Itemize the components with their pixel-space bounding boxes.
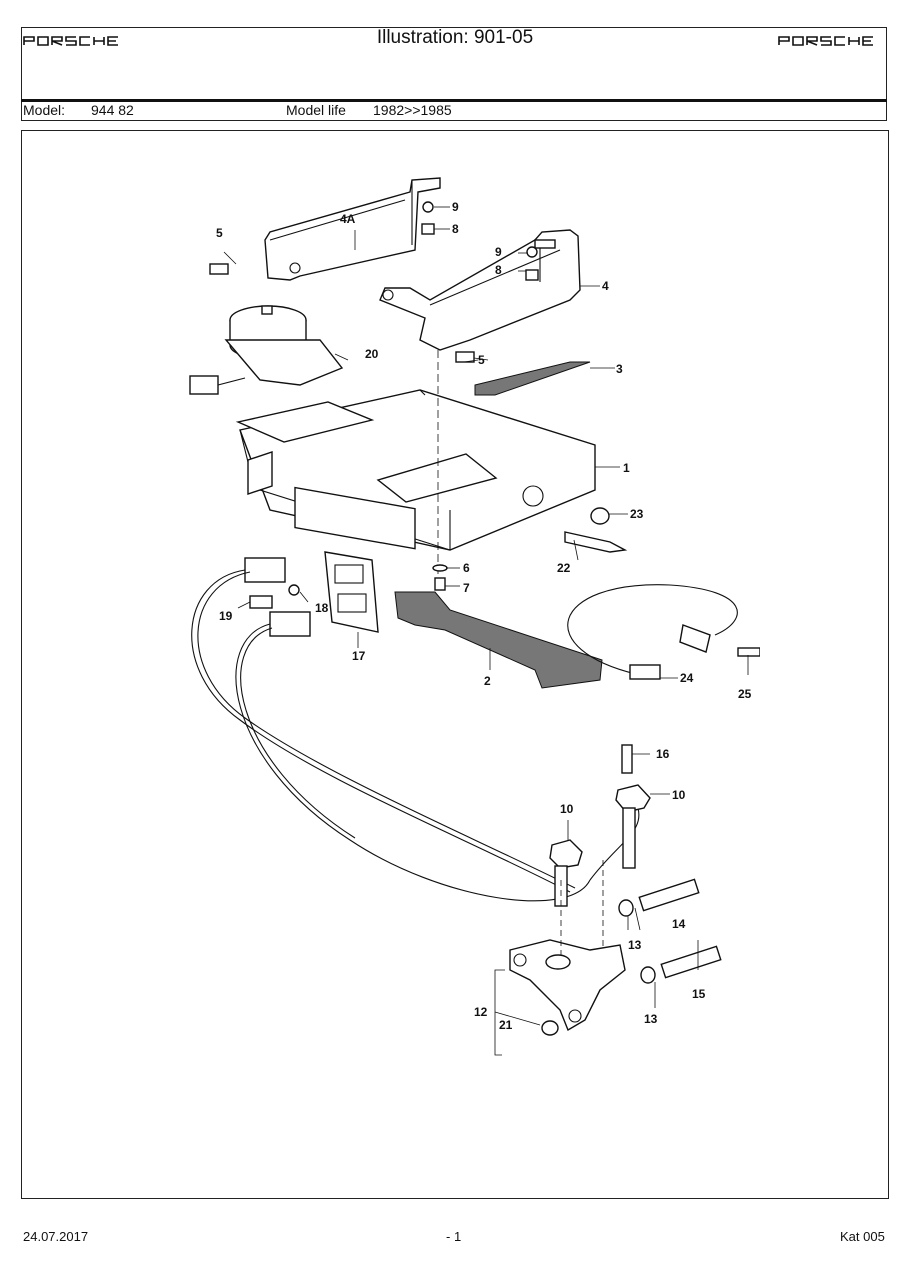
washer-9b-part bbox=[526, 246, 538, 258]
foam-strip-2-part bbox=[394, 591, 603, 689]
header-divider bbox=[21, 99, 887, 102]
exploded-parts-diagram: 9 8 4A 5 9 8 4 20 5 3 1 23 22 6 7 19 18 … bbox=[189, 177, 760, 1056]
model-label: Model: bbox=[23, 102, 66, 118]
sensor-mount-part bbox=[679, 624, 711, 653]
drawing-frame bbox=[21, 130, 889, 1199]
speed-sensor-10-left-part bbox=[549, 839, 583, 907]
callout-16: 16 bbox=[656, 747, 670, 761]
callout-13b: 13 bbox=[644, 1012, 658, 1026]
illustration-title: Illustration: 901-05 bbox=[376, 27, 534, 48]
bolt-15-part bbox=[660, 945, 722, 979]
footer-page-number: - 1 bbox=[446, 1229, 462, 1244]
bolt-25-part bbox=[737, 647, 760, 657]
plug-lower-part bbox=[269, 611, 311, 637]
model-value: 944 82 bbox=[91, 102, 134, 118]
callout-22: 22 bbox=[557, 561, 571, 575]
callout-15: 15 bbox=[692, 987, 706, 1001]
callout-20: 20 bbox=[365, 347, 379, 361]
actuator-20-part bbox=[189, 305, 344, 395]
callout-10a: 10 bbox=[560, 802, 574, 816]
callout-18: 18 bbox=[315, 601, 329, 615]
callout-19: 19 bbox=[219, 609, 233, 623]
screw-7-part bbox=[434, 577, 446, 591]
callout-17: 17 bbox=[352, 649, 366, 663]
callout-24: 24 bbox=[680, 671, 694, 685]
callout-12: 12 bbox=[474, 1005, 488, 1019]
screw-8a-part bbox=[421, 223, 435, 235]
bushing-21-part bbox=[541, 1020, 559, 1036]
bracket-4-part bbox=[379, 229, 581, 351]
callout-13a: 13 bbox=[628, 938, 642, 952]
callout-14: 14 bbox=[672, 917, 686, 931]
callout-10b: 10 bbox=[672, 788, 686, 802]
washer-13b-part bbox=[640, 966, 656, 984]
callout-21: 21 bbox=[499, 1018, 513, 1032]
connector-bracket-17-part bbox=[324, 551, 379, 633]
callout-9b: 9 bbox=[495, 245, 502, 259]
callout-6: 6 bbox=[463, 561, 470, 575]
washer-9a-part bbox=[422, 201, 434, 213]
pin-22-part bbox=[564, 531, 628, 553]
callout-1: 1 bbox=[623, 461, 630, 475]
callout-9a: 9 bbox=[452, 200, 459, 214]
callout-4a: 4A bbox=[340, 212, 356, 226]
plug-23-part bbox=[590, 507, 610, 525]
sensor-bracket-12-part bbox=[509, 939, 626, 1032]
plug-upper-part bbox=[244, 557, 286, 583]
control-unit-1-part bbox=[235, 389, 596, 551]
cable-upper bbox=[191, 569, 571, 893]
footer-catalog: Kat 005 bbox=[840, 1229, 885, 1244]
washer-13a-part bbox=[618, 899, 634, 917]
bolt-14-part bbox=[638, 878, 700, 912]
screw-8b-part bbox=[525, 269, 539, 281]
washer-18-part bbox=[288, 584, 300, 596]
speed-sensor-10-right-part bbox=[615, 784, 651, 869]
callout-4: 4 bbox=[602, 279, 609, 293]
sensor-24-part bbox=[629, 664, 661, 680]
bracket-4a-part bbox=[264, 177, 441, 281]
porsche-logo-left bbox=[23, 36, 118, 46]
callout-5a: 5 bbox=[216, 226, 223, 240]
bolt-19-part bbox=[249, 595, 273, 609]
washer-6-part bbox=[432, 564, 448, 572]
callout-8a: 8 bbox=[452, 222, 459, 236]
clip-5-left-part bbox=[209, 263, 229, 275]
model-life-label: Model life bbox=[286, 102, 346, 118]
callout-5b: 5 bbox=[478, 353, 485, 367]
clip-5-right-part bbox=[455, 351, 475, 363]
callout-7: 7 bbox=[463, 581, 470, 595]
callout-25: 25 bbox=[738, 687, 752, 701]
foam-pad-3-part bbox=[474, 361, 591, 396]
screw-16-part bbox=[621, 744, 633, 774]
sensor-cable-24 bbox=[567, 584, 738, 676]
callout-3: 3 bbox=[616, 362, 623, 376]
footer-date: 24.07.2017 bbox=[23, 1229, 89, 1244]
callout-23: 23 bbox=[630, 507, 644, 521]
porsche-logo-right bbox=[778, 36, 873, 46]
callout-8b: 8 bbox=[495, 263, 502, 277]
model-life-value: 1982>>1985 bbox=[373, 102, 452, 118]
header-frame bbox=[21, 27, 887, 121]
callout-2: 2 bbox=[484, 674, 491, 688]
